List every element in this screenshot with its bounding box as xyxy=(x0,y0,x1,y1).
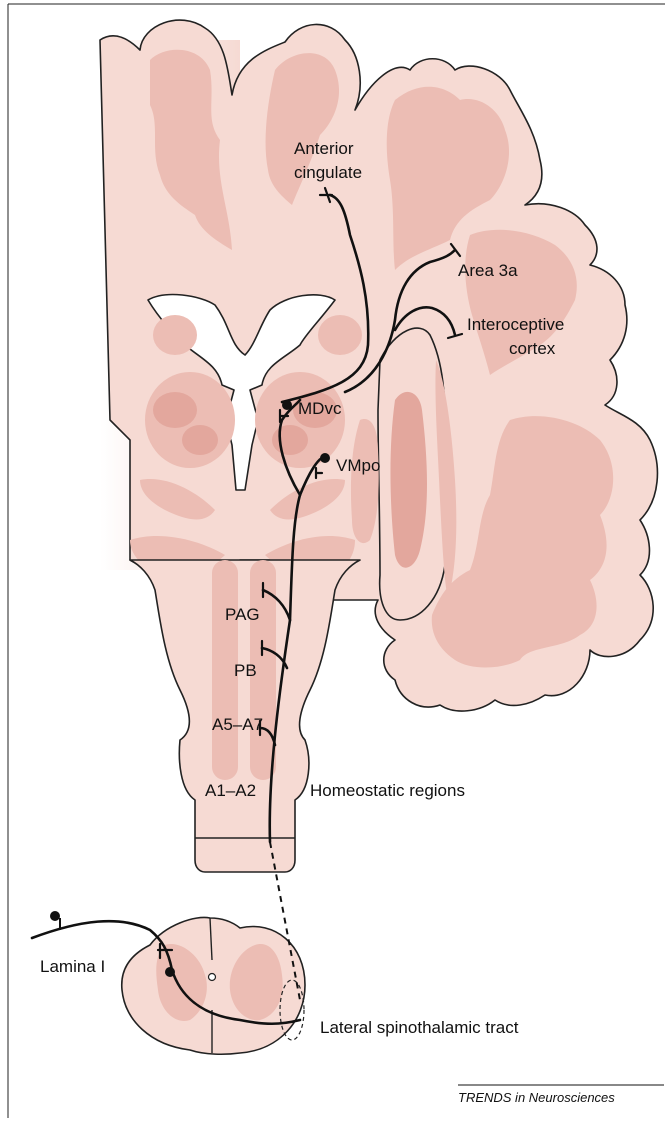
central-canal xyxy=(209,974,216,981)
lamina-i-soma xyxy=(165,967,175,977)
caudate-left xyxy=(153,315,197,355)
label-interoceptive-1: Interoceptive xyxy=(467,315,564,334)
journal-credit: TRENDS in Neurosciences xyxy=(458,1090,615,1105)
primary-afferent-soma xyxy=(50,911,60,921)
mdvc-soma xyxy=(282,400,292,410)
label-homeostatic-regions: Homeostatic regions xyxy=(310,781,465,800)
label-a5-a7: A5–A7 xyxy=(212,715,263,734)
thalamic-nucleus-left-b xyxy=(182,425,218,455)
label-area-3a: Area 3a xyxy=(458,261,518,280)
label-anterior-cingulate-2: cingulate xyxy=(294,163,362,182)
label-anterior-cingulate-1: Anterior xyxy=(294,139,354,158)
label-pb: PB xyxy=(234,661,257,680)
label-a1-a2: A1–A2 xyxy=(205,781,256,800)
caudate-right xyxy=(318,315,362,355)
label-pag: PAG xyxy=(225,605,260,624)
thalamic-nucleus-left-a xyxy=(153,392,197,428)
putamen xyxy=(390,392,427,568)
label-mdvc: MDvc xyxy=(298,399,342,418)
vmpo-soma xyxy=(320,453,330,463)
label-interoceptive-2: cortex xyxy=(509,339,556,358)
label-vmpo: VMpo xyxy=(336,456,380,475)
thalamic-nucleus-right-b xyxy=(272,425,308,455)
label-lateral-spinothalamic-tract: Lateral spinothalamic tract xyxy=(320,1018,519,1037)
label-lamina-i: Lamina I xyxy=(40,957,105,976)
